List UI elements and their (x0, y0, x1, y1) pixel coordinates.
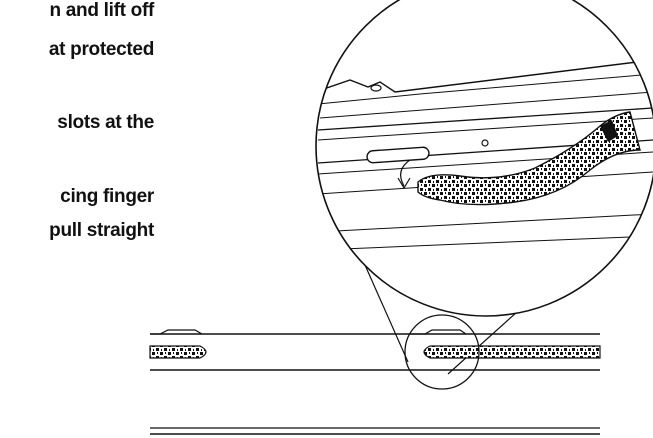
right-cable-segment (423, 345, 601, 359)
release-slot (366, 146, 430, 164)
connector-strip (149, 329, 601, 371)
ribbon-cable (417, 111, 641, 206)
mount-hole-icon (370, 84, 382, 92)
instruction-line-3: slots at the (57, 112, 154, 133)
magnifier-circle (315, 0, 653, 317)
instruction-line-5: pull straight (49, 220, 154, 241)
magnified-detail (316, 0, 653, 316)
instruction-line-1: n and lift off (49, 0, 155, 21)
instruction-line-4: cing finger (60, 186, 154, 207)
small-hole-icon (481, 139, 489, 147)
small-detail-circle (404, 314, 480, 390)
instruction-line-2: at protected (48, 39, 154, 60)
pull-arrow-icon (397, 177, 411, 190)
left-cable-segment (149, 345, 207, 359)
cable-tab (600, 120, 618, 142)
instruction-text-column: n and lift off at protected slots at the… (0, 0, 160, 260)
